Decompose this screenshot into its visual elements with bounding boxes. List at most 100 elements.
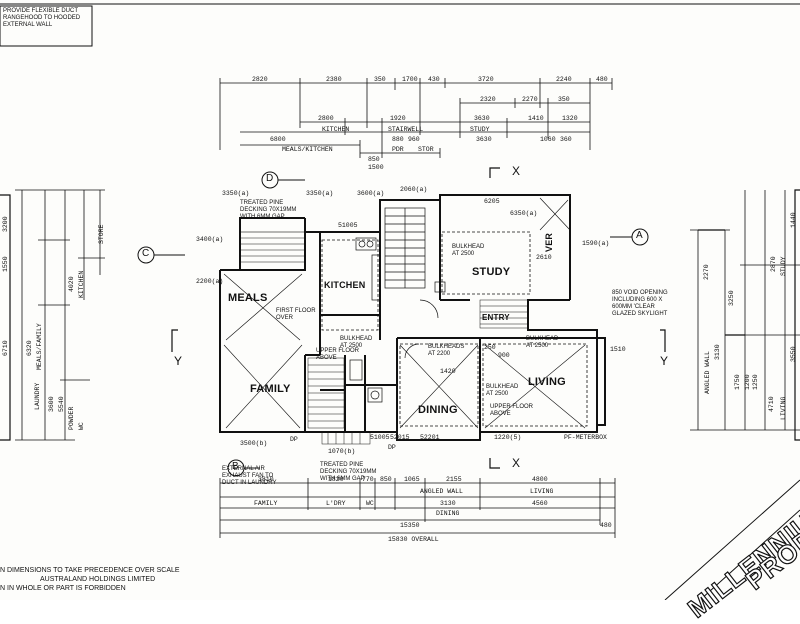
note-line: INCLUDING 600 x (612, 297, 663, 303)
dim-top-row4-6: 360 (560, 136, 572, 143)
deck-hatch-top (239, 231, 306, 271)
dim-bottom-row1-7: 4800 (532, 476, 548, 483)
note-treated-pine-top: TREATED PINE DECKING 70x19mm WITH 6mm GA… (240, 200, 296, 221)
elevation-marker-a: A (636, 230, 643, 241)
entry-hatch (479, 299, 529, 329)
dim-top-3: 350 (374, 76, 386, 83)
under-plan-dim-3: 51005 (370, 434, 390, 441)
note-line: 600mm 'CLEAR (612, 304, 655, 310)
note-line: ABOVE (316, 355, 337, 361)
dim-right-10: 1750 (734, 374, 741, 390)
dim-right-13: 4710 (768, 396, 775, 412)
dim-label-meals-kitchen: MEALS/KITCHEN (282, 146, 333, 153)
right-dimension-lines (690, 190, 800, 431)
dim-left-1: 3200 (2, 216, 9, 232)
plan-dim-7: 1590(a) (582, 240, 610, 247)
dim-bottom-angled-wall: ANGLED WALL (420, 488, 463, 495)
stairwell (384, 207, 426, 289)
room-study: STUDY (472, 266, 511, 278)
note-treated-pine-bottom: TREATED PINE DECKING 70x19mm WITH 6mm GA… (320, 462, 376, 483)
dim-label-kitchen: KITCHEN (322, 126, 350, 133)
plan-dim-15: 1420 (440, 368, 456, 375)
note-line: BULKHEAD (340, 336, 373, 342)
note-line: N DIMENSIONS TO TAKE PRECEDENCE OVER SCA… (0, 567, 180, 574)
elevation-marker-c: C (142, 248, 150, 259)
dim-left-13: WC (78, 422, 85, 430)
dim-bottom-family: FAMILY (254, 500, 278, 507)
note-line: WITH 6mm GAP (320, 476, 365, 482)
dim-bottom-overall: 15830 OVERALL (388, 536, 439, 543)
side-elevation-strips (0, 189, 800, 441)
left-dimension-lines (15, 189, 105, 441)
room-meals: MEALS (228, 292, 268, 304)
dim-top-row2-3: 350 (558, 96, 570, 103)
note-line: UPPER FLOOR (316, 348, 360, 354)
plan-dim-1: 3350(a) (222, 190, 250, 197)
dim-right-7: 3550 (790, 346, 797, 362)
dim-top-5: 430 (428, 76, 440, 83)
floor-plan-drawing (0, 3, 800, 600)
dim-right-2: 2870 (770, 256, 777, 272)
note-line: AT 2500 (486, 391, 509, 397)
dim-left-10: 5540 (58, 396, 65, 412)
note-line: TREATED PINE (320, 462, 364, 468)
elevation-marker-d: D (266, 173, 274, 184)
elevation-marker-b: B (232, 461, 239, 472)
dim-bottom-living: LIVING (530, 488, 554, 495)
plan-dim-10: 6205 (484, 198, 500, 205)
plan-dim-2: 3350(a) (306, 190, 334, 197)
dim-top-4: 1700 (402, 76, 418, 83)
plan-dim-8: 51005 (338, 222, 358, 229)
section-marker-y-left: Y (174, 354, 183, 368)
dim-left-4: KITCHEN (78, 270, 85, 298)
note-bulkhead-kitchen: BULKHEAD AT 2500 (340, 336, 372, 350)
note-line: AUSTRALAND HOLDINGS LIMITED (40, 576, 156, 583)
room-verandah: VER (544, 232, 554, 252)
dim-top-6: 3720 (478, 76, 494, 83)
dim-bottom-row1-3: 770 (362, 476, 374, 483)
under-plan-dim-6: DP (290, 436, 298, 443)
dim-right-11: 1200 (744, 374, 751, 390)
note-box (0, 5, 93, 47)
dim-top-row4-1: 6800 (270, 136, 286, 143)
room-living: LIVING (528, 376, 566, 388)
plan-dim-11: 6350(a) (510, 210, 538, 217)
dim-top-row3-3: 3630 (474, 115, 490, 122)
under-plan-dim-2: 1070(b) (328, 448, 356, 455)
note-bulkheads-dining: BULKHEADS AT 2200 (428, 344, 464, 358)
dim-bottom-row3-2: 4560 (532, 500, 548, 507)
dim-right-5: 3250 (728, 290, 735, 306)
dim-top-small-2: 1500 (368, 164, 384, 171)
note-line: EXTERNAL WALL (3, 22, 53, 28)
dim-top-row2-1: 2320 (480, 96, 496, 103)
dim-bottom-row1-5: 1065 (404, 476, 420, 483)
plan-dim-13: 1510 (610, 346, 626, 353)
dim-bottom-ldry: L'DRY (326, 500, 346, 507)
dim-left-12: POWDER (68, 406, 75, 430)
dim-top-row2-2: 2270 (522, 96, 538, 103)
note-bulkhead-living: BULKHEAD AT 2500 (486, 384, 518, 398)
dim-bottom-row3-1: 3130 (440, 500, 456, 507)
note-line: DUCT IN LAUNDRY (222, 480, 277, 486)
dim-left-2: 1550 (2, 256, 9, 272)
dim-bottom-row4-1: 15350 (400, 522, 420, 529)
dim-bottom-row1-1: 3810 (258, 476, 274, 483)
dim-top-row4-3: 960 (408, 136, 420, 143)
note-line: AT 2500 (340, 343, 363, 349)
note-line: EXTERNAL AIR (222, 466, 265, 472)
room-kitchen: KITCHEN (324, 280, 366, 290)
dim-right-4: 2270 (703, 264, 710, 280)
note-bulkhead-study: BULKHEAD AT 2500 (452, 244, 484, 258)
note-line: RANGEHOOD TO HOODED (3, 15, 81, 21)
dim-top-row3-2: 1920 (390, 115, 406, 122)
dim-top-row4-2: 880 (392, 136, 404, 143)
note-line: EXHAUST FAN TO (222, 473, 274, 479)
note-flexible-duct: PROVIDE FLEXIBLE DUCT RANGEHOOD TO HOODE… (3, 8, 80, 29)
dim-top-row4-4: 3630 (476, 136, 492, 143)
note-line: DECKING 70x19mm (320, 469, 377, 475)
dim-right-1: 1440 (790, 212, 797, 228)
dim-top-row3-5: 1320 (562, 115, 578, 122)
under-plan-dim-8: PF-METERBOX (564, 434, 607, 441)
note-line: BULKHEADS (428, 344, 465, 350)
under-plan-dim-5: 1220(5) (494, 434, 522, 441)
